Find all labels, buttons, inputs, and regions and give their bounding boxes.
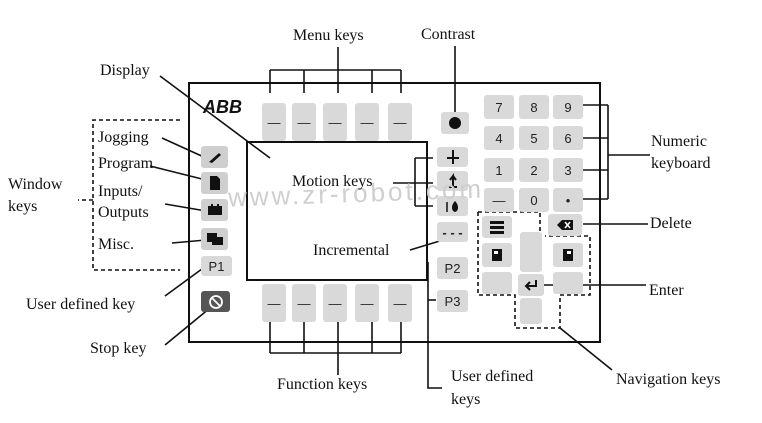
label-stop-key: Stop key (90, 340, 147, 357)
motion-key-3[interactable] (437, 196, 468, 216)
num-key-6[interactable]: 6 (553, 126, 583, 150)
function-key-1[interactable]: — (262, 284, 286, 322)
label-navigation-keys: Navigation keys (616, 371, 721, 388)
label-program: Program (98, 155, 154, 172)
label-display: Display (100, 62, 150, 79)
function-key-5[interactable]: — (388, 284, 412, 322)
num-key-8[interactable]: 8 (519, 95, 549, 119)
jogging-key[interactable] (201, 146, 228, 168)
menu-key-5[interactable]: — (388, 103, 412, 141)
nav-key-down[interactable] (520, 298, 542, 324)
num-key-2[interactable]: 2 (519, 158, 549, 182)
nav-key-right[interactable] (553, 272, 583, 294)
label-jogging: Jogging (98, 129, 149, 146)
label-inputs-outputs-1: Inputs/ (98, 183, 143, 200)
delete-icon (557, 220, 573, 230)
label-enter: Enter (649, 282, 684, 299)
num-key-dot[interactable]: • (553, 188, 583, 212)
io-icon (207, 204, 222, 215)
nav-key-page-right[interactable] (553, 243, 583, 267)
function-key-4[interactable]: — (355, 284, 379, 322)
misc-icon (206, 233, 223, 245)
program-key[interactable] (201, 172, 228, 194)
num-key-minus[interactable]: — (484, 188, 514, 212)
num-key-5[interactable]: 5 (519, 126, 549, 150)
p1-key[interactable]: P1 (201, 256, 232, 276)
function-key-2[interactable]: — (292, 284, 316, 322)
inputs-outputs-key[interactable] (201, 199, 228, 221)
nav-key-up[interactable] (520, 232, 542, 272)
label-misc: Misc. (98, 236, 134, 253)
label-window-keys-1: Window (8, 176, 63, 193)
stop-key[interactable] (201, 291, 230, 312)
motion-reorient-icon (445, 201, 458, 212)
num-key-1[interactable]: 1 (484, 158, 514, 182)
label-numeric-keyboard-2: keyboard (651, 155, 711, 172)
motion-key-2[interactable] (437, 171, 468, 191)
program-icon (209, 176, 220, 190)
delete-key[interactable] (548, 214, 582, 236)
label-numeric-keyboard-1: Numeric (651, 133, 707, 150)
num-key-0[interactable]: 0 (519, 188, 549, 212)
p2-key[interactable]: P2 (437, 257, 468, 279)
motion-linear-icon (448, 173, 457, 188)
list-icon (490, 221, 504, 234)
label-delete: Delete (650, 215, 692, 232)
label-user-defined-keys-1: User defined (451, 368, 534, 385)
label-motion-keys: Motion keys (292, 173, 373, 190)
p3-key[interactable]: P3 (437, 290, 468, 312)
abb-logo: ABB (203, 97, 242, 117)
motion-axes-icon (446, 150, 459, 164)
label-contrast: Contrast (421, 26, 476, 43)
label-window-keys-2: keys (8, 198, 38, 215)
menu-key-4[interactable]: — (355, 103, 379, 141)
misc-key[interactable] (201, 228, 228, 250)
label-menu-keys: Menu keys (293, 27, 364, 44)
enter-key[interactable] (518, 274, 544, 296)
nav-key-left[interactable] (482, 272, 512, 294)
label-user-defined-key: User defined key (26, 296, 136, 313)
num-key-4[interactable]: 4 (484, 126, 514, 150)
page-icon (492, 249, 502, 261)
page-icon (563, 249, 573, 261)
nav-key-page-left[interactable] (482, 243, 512, 267)
menu-key-2[interactable]: — (292, 103, 316, 141)
jogging-icon (208, 153, 221, 163)
menu-key-1[interactable]: — (262, 103, 286, 141)
stop-icon (208, 294, 223, 309)
num-key-7[interactable]: 7 (484, 95, 514, 119)
label-inputs-outputs-2: Outputs (98, 204, 149, 221)
function-key-3[interactable]: — (323, 284, 347, 322)
contrast-button[interactable] (441, 112, 469, 134)
label-incremental: Incremental (313, 242, 390, 259)
nav-key-list[interactable] (482, 216, 512, 238)
label-function-keys: Function keys (277, 376, 368, 393)
num-key-3[interactable]: 3 (553, 158, 583, 182)
contrast-icon (449, 117, 461, 129)
menu-key-3[interactable]: — (323, 103, 347, 141)
incremental-key[interactable]: - - - (437, 222, 468, 242)
motion-key-1[interactable] (437, 147, 468, 167)
enter-icon (524, 280, 537, 291)
num-key-9[interactable]: 9 (553, 95, 583, 119)
label-user-defined-keys-2: keys (451, 391, 481, 408)
